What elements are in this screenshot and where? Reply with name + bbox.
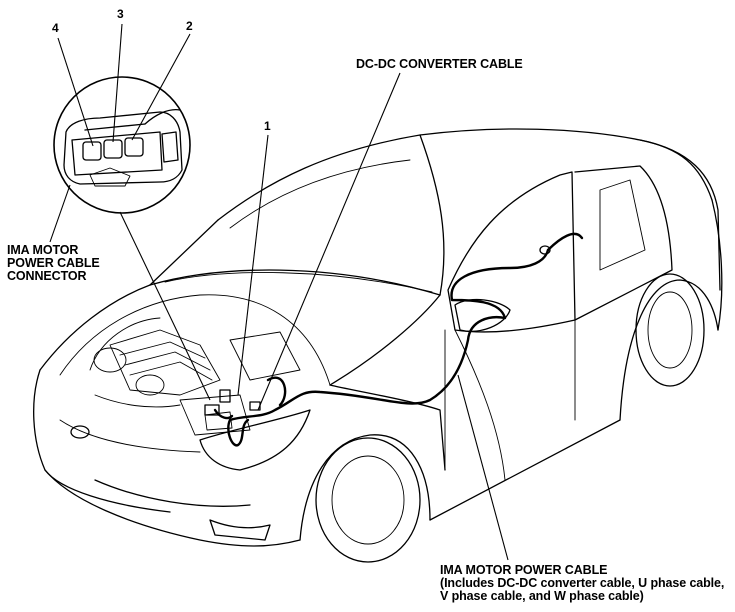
- power-cable-note-line-1: (Includes DC-DC converter cable, U phase…: [440, 576, 725, 590]
- connector-label: IMA MOTOR POWER CABLE CONNECTOR: [7, 244, 100, 283]
- power-cable-note-line-2: V phase cable, and W phase cable): [440, 589, 644, 603]
- callout-1-label: 1: [264, 119, 271, 133]
- connector-inset: [53, 76, 191, 214]
- callout-4-label: 4: [52, 21, 59, 35]
- connector-label-line-3: CONNECTOR: [7, 269, 87, 283]
- dcdc-converter-cable-label: DC-DC CONVERTER CABLE: [356, 57, 523, 71]
- power-cable-label: IMA MOTOR POWER CABLE (Includes DC-DC co…: [440, 564, 724, 603]
- callout-2-label: 2: [186, 19, 193, 33]
- power-cable-title: IMA MOTOR POWER CABLE: [440, 563, 608, 577]
- connector-label-line-2: POWER CABLE: [7, 256, 100, 270]
- callout-3-label: 3: [117, 7, 124, 21]
- engine-bay: [59, 294, 331, 436]
- connector-label-line-1: IMA MOTOR: [7, 243, 79, 257]
- car-body: [33, 128, 723, 563]
- leader-lines: [49, 23, 509, 561]
- power-cable-routing: [204, 232, 584, 447]
